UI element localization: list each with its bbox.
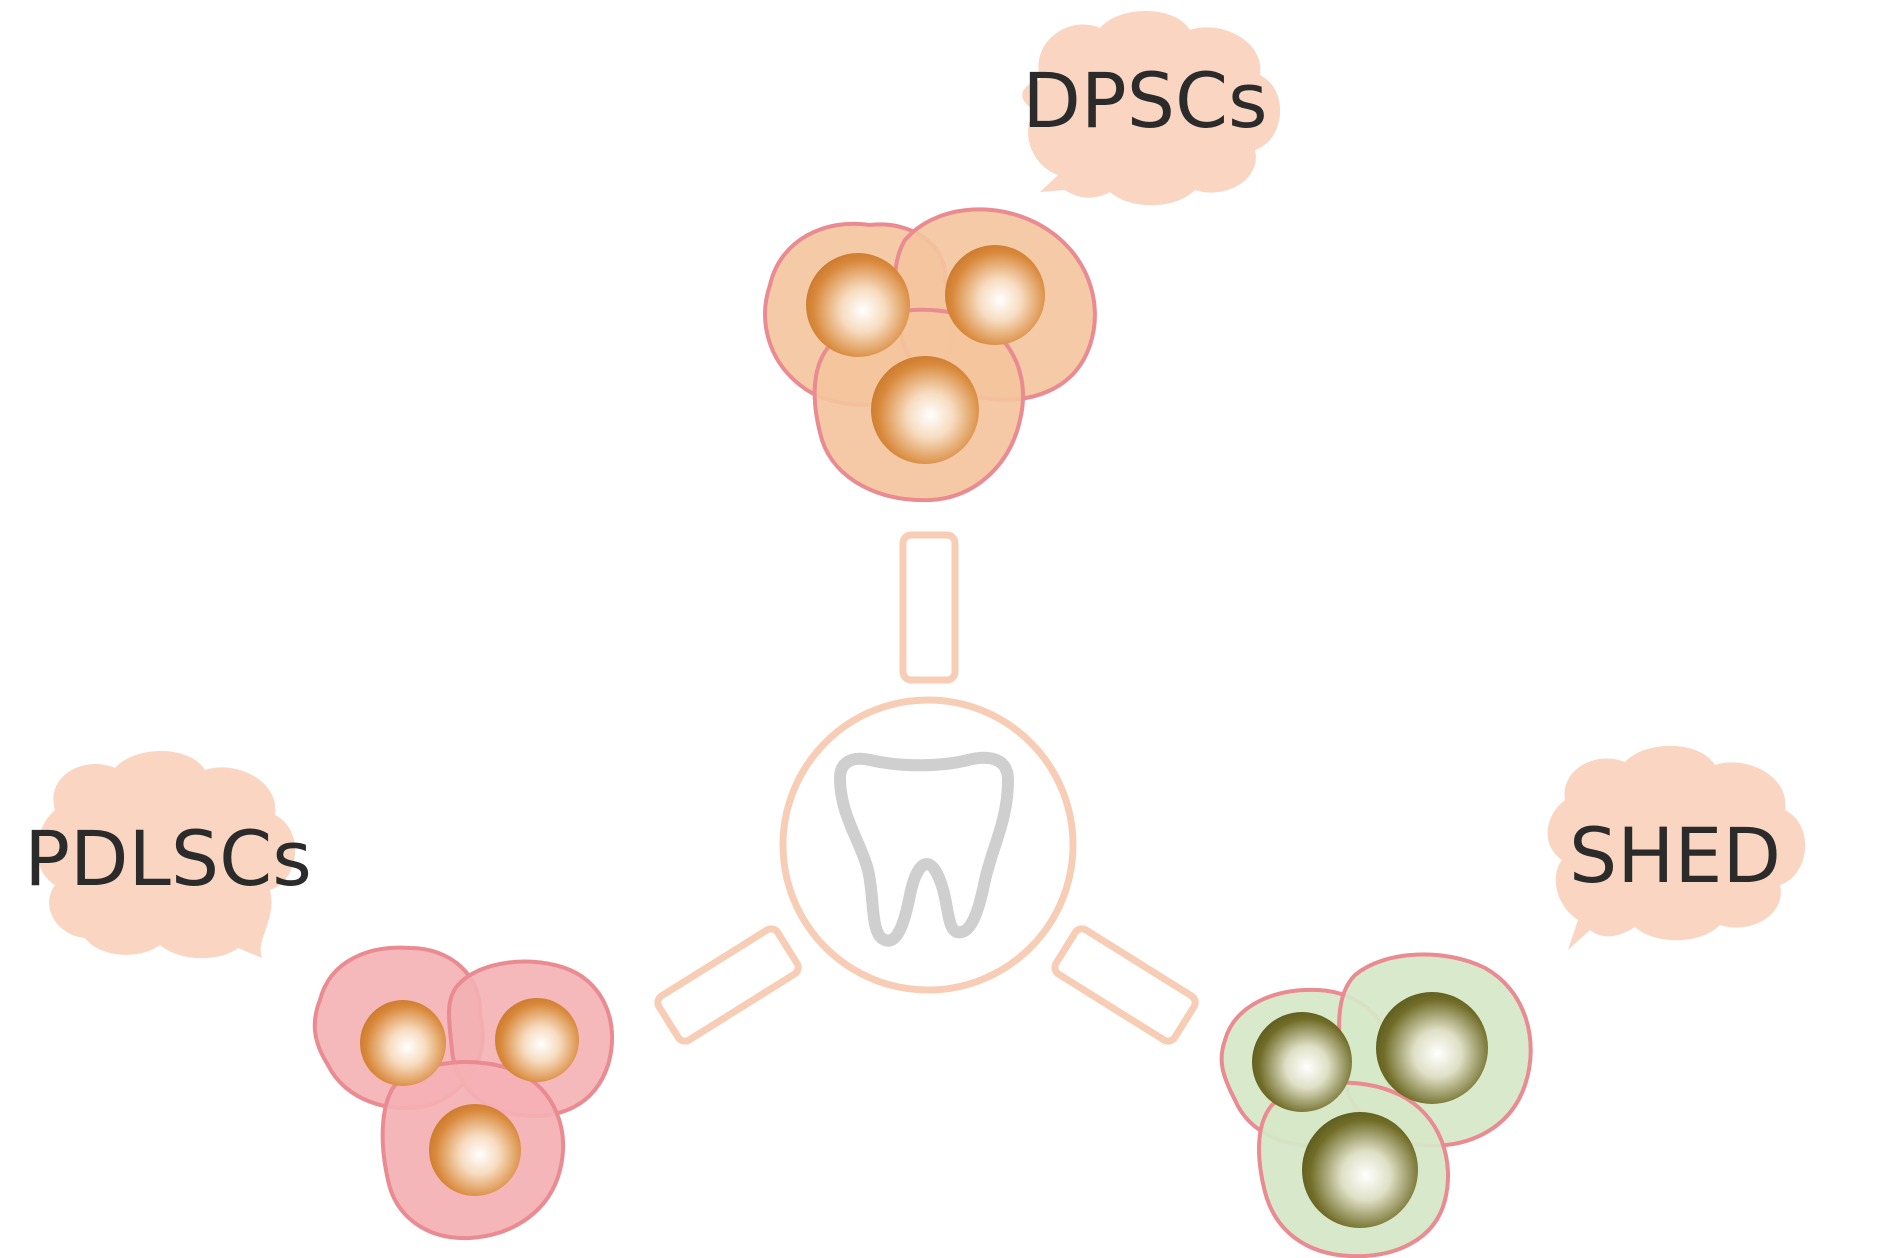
shed-label-cloud: SHED <box>1547 745 1806 950</box>
cell-nucleus <box>806 253 910 357</box>
cloud-shape <box>36 750 296 959</box>
pdlscs-label-cloud: PDLSCs <box>24 750 312 959</box>
cloud-shape <box>1022 10 1281 206</box>
dpsc-cell-cluster <box>763 207 1097 503</box>
cell-nucleus <box>495 998 579 1082</box>
cell-nucleus <box>360 1000 446 1086</box>
cell-nucleus <box>429 1104 521 1196</box>
pdlscs-label: PDLSCs <box>24 814 312 903</box>
cell-nucleus <box>1376 992 1488 1104</box>
dpscs-label-cloud: DPSCs <box>1022 10 1281 206</box>
pdlsc-cell-cluster <box>312 945 615 1241</box>
cell-nucleus <box>945 245 1045 345</box>
shed-cell-cluster <box>1219 952 1533 1258</box>
cloud-shape <box>1547 745 1806 950</box>
dpscs-label: DPSCs <box>1022 56 1267 145</box>
connector-right <box>1051 925 1199 1045</box>
connector-top <box>899 531 959 684</box>
connector-left <box>654 925 802 1045</box>
shed-label: SHED <box>1569 811 1781 900</box>
cell-nucleus <box>871 356 979 464</box>
cell-nucleus <box>1302 1112 1418 1228</box>
connectors <box>654 531 1199 1045</box>
center-hub <box>779 696 1077 994</box>
tooth-icon <box>834 751 1014 947</box>
cell-nucleus <box>1252 1012 1352 1112</box>
